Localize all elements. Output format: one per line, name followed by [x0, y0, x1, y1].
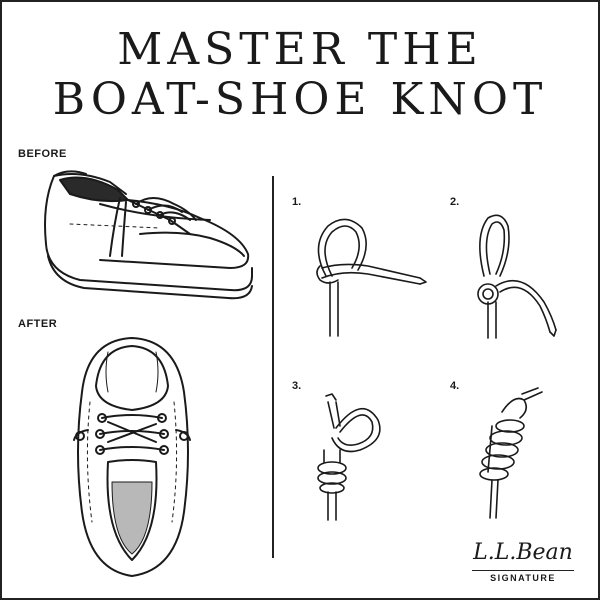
knot-step-1-illustration	[316, 218, 427, 337]
logo-rule	[472, 570, 574, 571]
step-2-number: 2.	[450, 196, 460, 208]
logo-script: L.L.Bean	[473, 540, 573, 565]
knot-step-4-illustration	[479, 387, 543, 519]
knot-step-3-illustration	[317, 393, 381, 521]
step-4-number: 4.	[450, 380, 460, 392]
title-line-2: BOAT-SHOE KNOT	[52, 74, 548, 125]
step-1-number: 1.	[292, 196, 302, 208]
logo-subtitle: SIGNATURE	[490, 573, 556, 583]
boat-shoe-side-illustration	[44, 170, 253, 300]
knot-step-2-illustration	[477, 214, 557, 339]
before-label: BEFORE	[18, 148, 67, 160]
step-3-number: 3.	[292, 380, 302, 392]
title-line-1: MASTER THE	[117, 24, 483, 75]
boat-shoe-top-illustration	[73, 337, 191, 577]
vertical-divider	[272, 176, 274, 558]
after-label: AFTER	[18, 318, 58, 330]
llbean-signature-logo: L.L.Bean SIGNATURE	[468, 540, 578, 586]
